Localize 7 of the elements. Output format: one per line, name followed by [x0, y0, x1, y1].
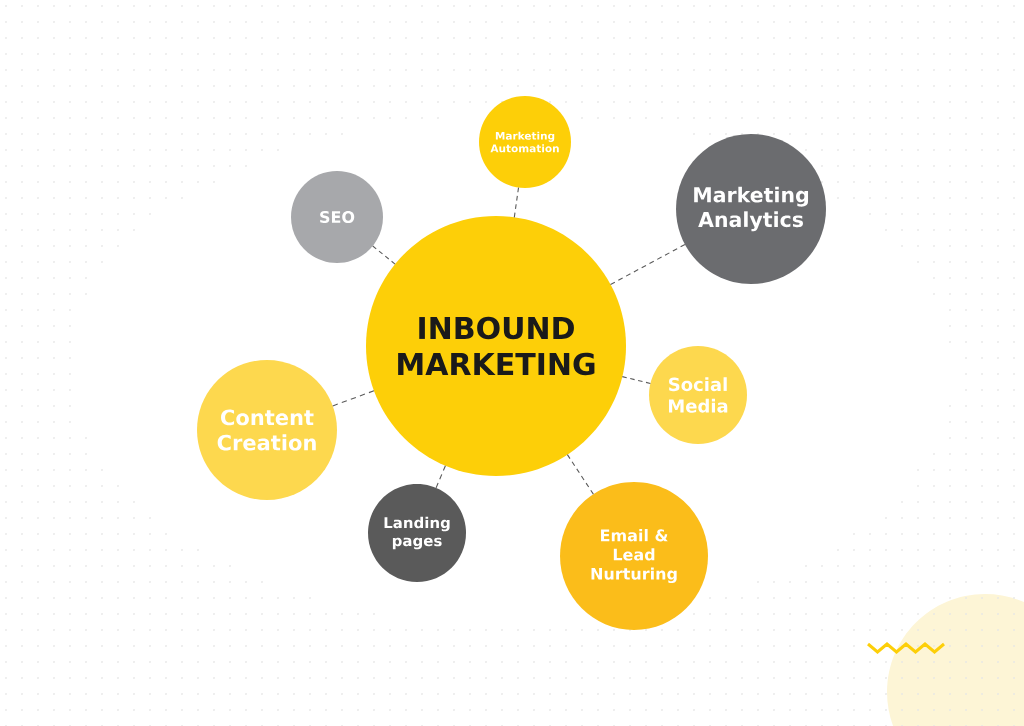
connector-line	[435, 465, 446, 489]
connector-line	[513, 187, 520, 218]
connector-line	[621, 376, 651, 384]
connector-line	[372, 245, 396, 265]
connector-line	[332, 390, 375, 407]
connector-line	[609, 243, 686, 286]
connector-line	[566, 454, 594, 495]
